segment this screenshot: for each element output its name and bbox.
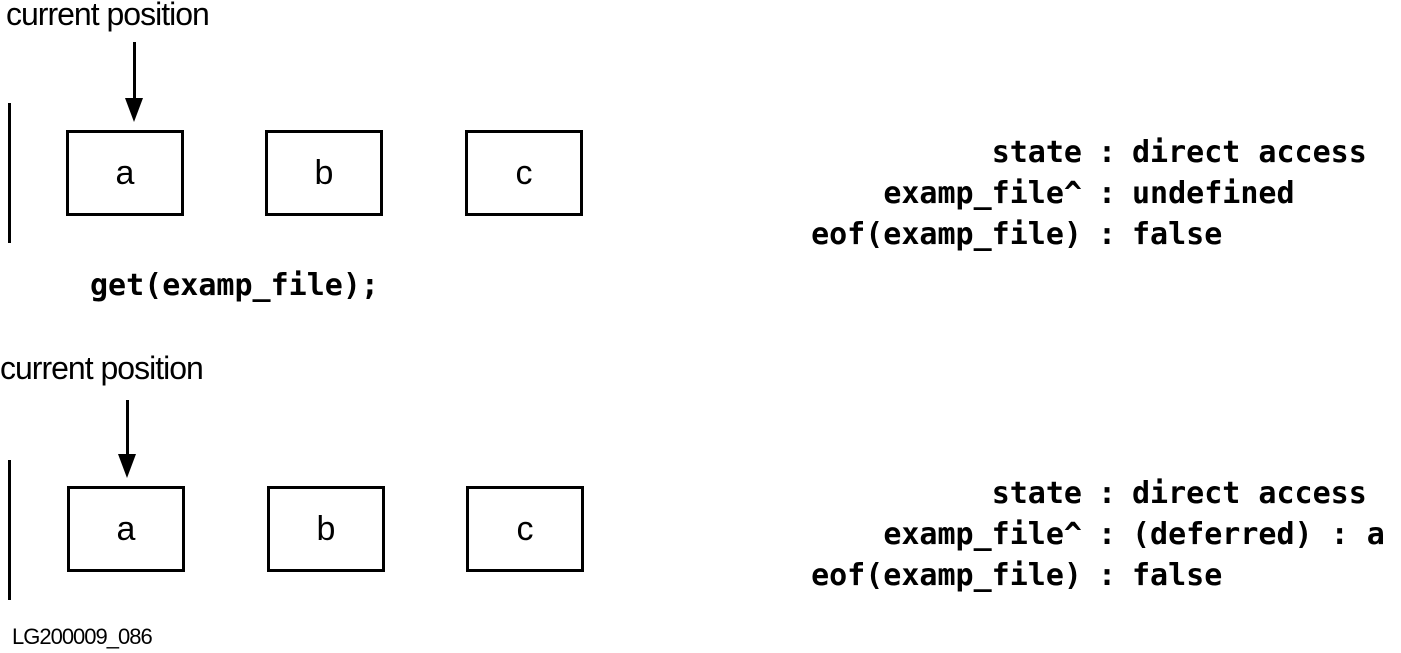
- state-key: examp_file^: [883, 517, 1082, 552]
- pointer-arrow-head: [118, 454, 136, 478]
- state-row: eof(examp_file):false: [790, 555, 1401, 596]
- pointer-arrow-shaft: [133, 42, 136, 100]
- file-start-marker: [8, 103, 11, 243]
- record-box-b: b: [265, 130, 383, 216]
- current-position-label: current position: [6, 0, 210, 32]
- state-row: examp_file^:undefined: [790, 173, 1401, 214]
- file-state-table: state:direct access examp_file^:undefine…: [790, 132, 1401, 255]
- record-box-a: a: [66, 130, 184, 216]
- state-value: (deferred) : a: [1132, 517, 1385, 552]
- state-key: eof(examp_file): [811, 217, 1082, 252]
- operation-code: get(examp_file);: [90, 268, 379, 303]
- state-row: state:direct access: [790, 473, 1401, 514]
- pointer-arrow-shaft: [126, 400, 129, 456]
- state-value: undefined: [1132, 176, 1295, 211]
- state-value: direct access: [1132, 476, 1367, 511]
- record-box-a: a: [67, 486, 185, 572]
- state-value: direct access: [1132, 135, 1367, 170]
- state-key: state: [991, 476, 1082, 511]
- state-key: state: [991, 135, 1082, 170]
- current-position-label: current position: [0, 350, 204, 386]
- state-row: examp_file^:(deferred) : a: [790, 514, 1401, 555]
- state-row: state:direct access: [790, 132, 1401, 173]
- file-start-marker: [8, 460, 11, 600]
- state-value: false: [1132, 217, 1223, 252]
- file-state-table: state:direct access examp_file^:(deferre…: [790, 473, 1401, 596]
- record-box-b: b: [267, 486, 385, 572]
- state-value: false: [1132, 558, 1223, 593]
- state-row: eof(examp_file):false: [790, 214, 1401, 255]
- state-key: examp_file^: [883, 176, 1082, 211]
- state-key: eof(examp_file): [811, 558, 1082, 593]
- record-box-c: c: [466, 486, 584, 572]
- record-box-c: c: [465, 130, 583, 216]
- figure-id: LG200009_086: [12, 624, 153, 649]
- pointer-arrow-head: [125, 98, 143, 122]
